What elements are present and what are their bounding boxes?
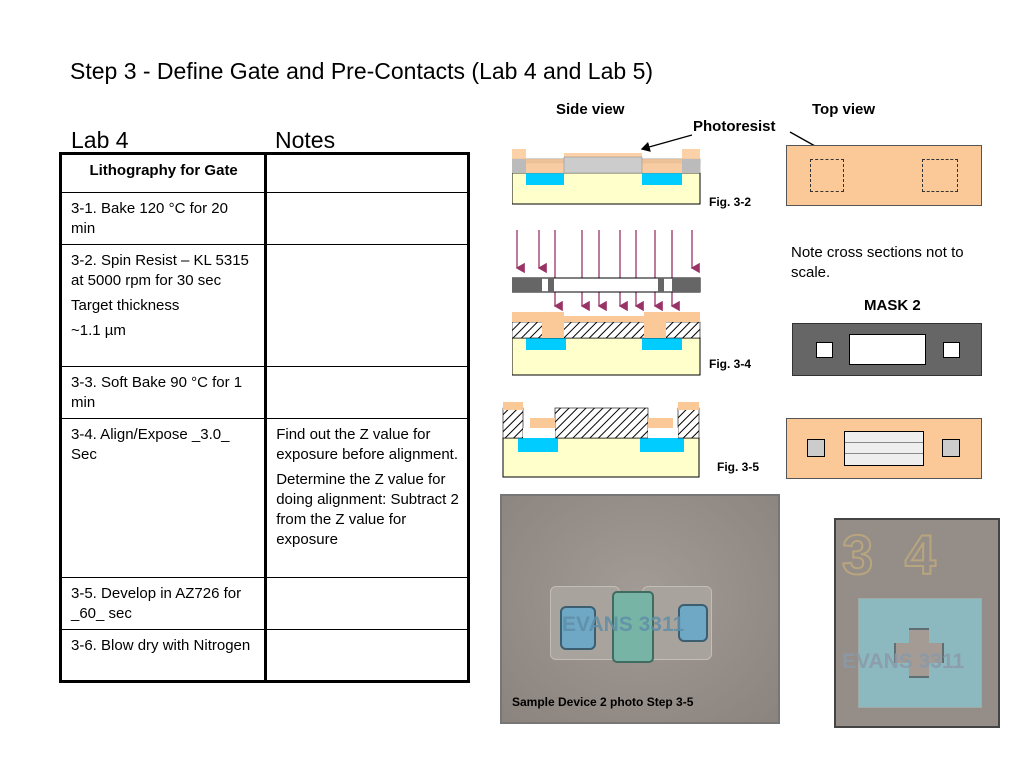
notes-cell — [265, 577, 470, 630]
contact-window-outline — [922, 159, 958, 192]
fig-3-5-caption: Fig. 3-5 — [717, 460, 760, 474]
chip-label-text: EVANS 3311 — [562, 613, 685, 636]
mask-label: MASK 2 — [864, 297, 921, 314]
photo-caption: Sample Device 2 photo Step 3-5 — [512, 695, 694, 709]
fig-3-5-top-view — [786, 418, 982, 479]
section-heading: Lithography for Gate — [58, 152, 268, 193]
scale-note: Note cross sections not to scale. — [791, 244, 964, 281]
mask-window — [943, 342, 960, 358]
note-text: Determine the Z value for doing alignmen… — [276, 471, 459, 548]
implant-region — [678, 604, 708, 642]
table-row: 3-3. Soft Bake 90 °C for 1 min — [58, 366, 470, 419]
notes-cell — [265, 152, 470, 193]
pointer-arrows — [640, 131, 816, 152]
contact-pad — [807, 439, 825, 457]
photoresist-pointer-arrow — [640, 134, 693, 152]
top-view-label: Top view — [812, 101, 876, 118]
notes-cell — [265, 629, 470, 683]
implant-region — [560, 606, 596, 650]
table-row: 3-2. Spin Resist – KL 5315 at 5000 rpm f… — [58, 244, 470, 367]
fig-3-4-caption: Fig. 3-4 — [709, 357, 752, 371]
table-row: 3-1. Bake 120 °C for 20 min — [58, 192, 470, 245]
table-row: 3-5. Develop in AZ726 for _60_ sec — [58, 577, 470, 630]
sample-device-photo: EVANS 3311 Sample Device 2 photo Step 3-… — [500, 494, 780, 724]
step-cell: 3-3. Soft Bake 90 °C for 1 min — [58, 366, 268, 419]
procedure-table: Lithography for Gate 3-1. Bake 120 °C fo… — [58, 152, 470, 683]
chip-label-text: EVANS 3311 — [842, 650, 965, 673]
step-cell: 3-6. Blow dry with Nitrogen — [58, 629, 268, 683]
notes-cell — [265, 244, 470, 367]
step-detail: ~1.1 µm — [71, 322, 126, 339]
step-cell: 3-2. Spin Resist – KL 5315 at 5000 rpm f… — [58, 244, 268, 367]
step-cell: 3-4. Align/Expose _3.0_ Sec — [58, 418, 268, 578]
notes-column-header: Notes — [275, 127, 336, 153]
table-row: 3-4. Align/Expose _3.0_ Sec Find out the… — [58, 418, 470, 578]
table-row: 3-6. Blow dry with Nitrogen — [58, 629, 470, 683]
photoresist-pointer-arrow-right — [789, 131, 816, 147]
chip-number-digits: 3 4 — [841, 522, 944, 587]
mask-window — [816, 342, 833, 358]
step-detail: Target thickness — [71, 297, 180, 314]
fig-3-2-top-view — [786, 145, 982, 206]
mask-window — [849, 334, 926, 365]
fig-3-5-side-view — [502, 402, 700, 478]
page-title: Step 3 - Define Gate and Pre-Contacts (L… — [70, 58, 654, 84]
step-cell: 3-1. Bake 120 °C for 20 min — [58, 192, 268, 245]
fig-3-2-caption: Fig. 3-2 — [709, 195, 752, 209]
gate-region — [844, 431, 924, 466]
note-text: Find out the Z value for exposure before… — [276, 426, 458, 463]
fig-3-4-exposure — [512, 230, 701, 376]
fig-3-2-side-view — [512, 149, 701, 205]
table-row: Lithography for Gate — [58, 152, 470, 193]
step-cell: 3-5. Develop in AZ726 for _60_ sec — [58, 577, 268, 630]
contact-pad — [942, 439, 960, 457]
side-view-label: Side view — [556, 101, 625, 118]
notes-cell — [265, 366, 470, 419]
gate-stripe — [612, 591, 654, 663]
notes-cell: Find out the Z value for exposure before… — [265, 418, 470, 578]
step-text: 3-2. Spin Resist – KL 5315 at 5000 rpm f… — [71, 252, 249, 289]
notes-cell — [265, 192, 470, 245]
contact-window-outline — [810, 159, 844, 192]
photoresist-label: Photoresist — [693, 118, 776, 135]
sample-device-photo-2: 3 4 EVANS 3311 — [834, 518, 1000, 728]
mask-2-graphic — [792, 323, 982, 376]
lab-column-header: Lab 4 — [71, 127, 129, 153]
